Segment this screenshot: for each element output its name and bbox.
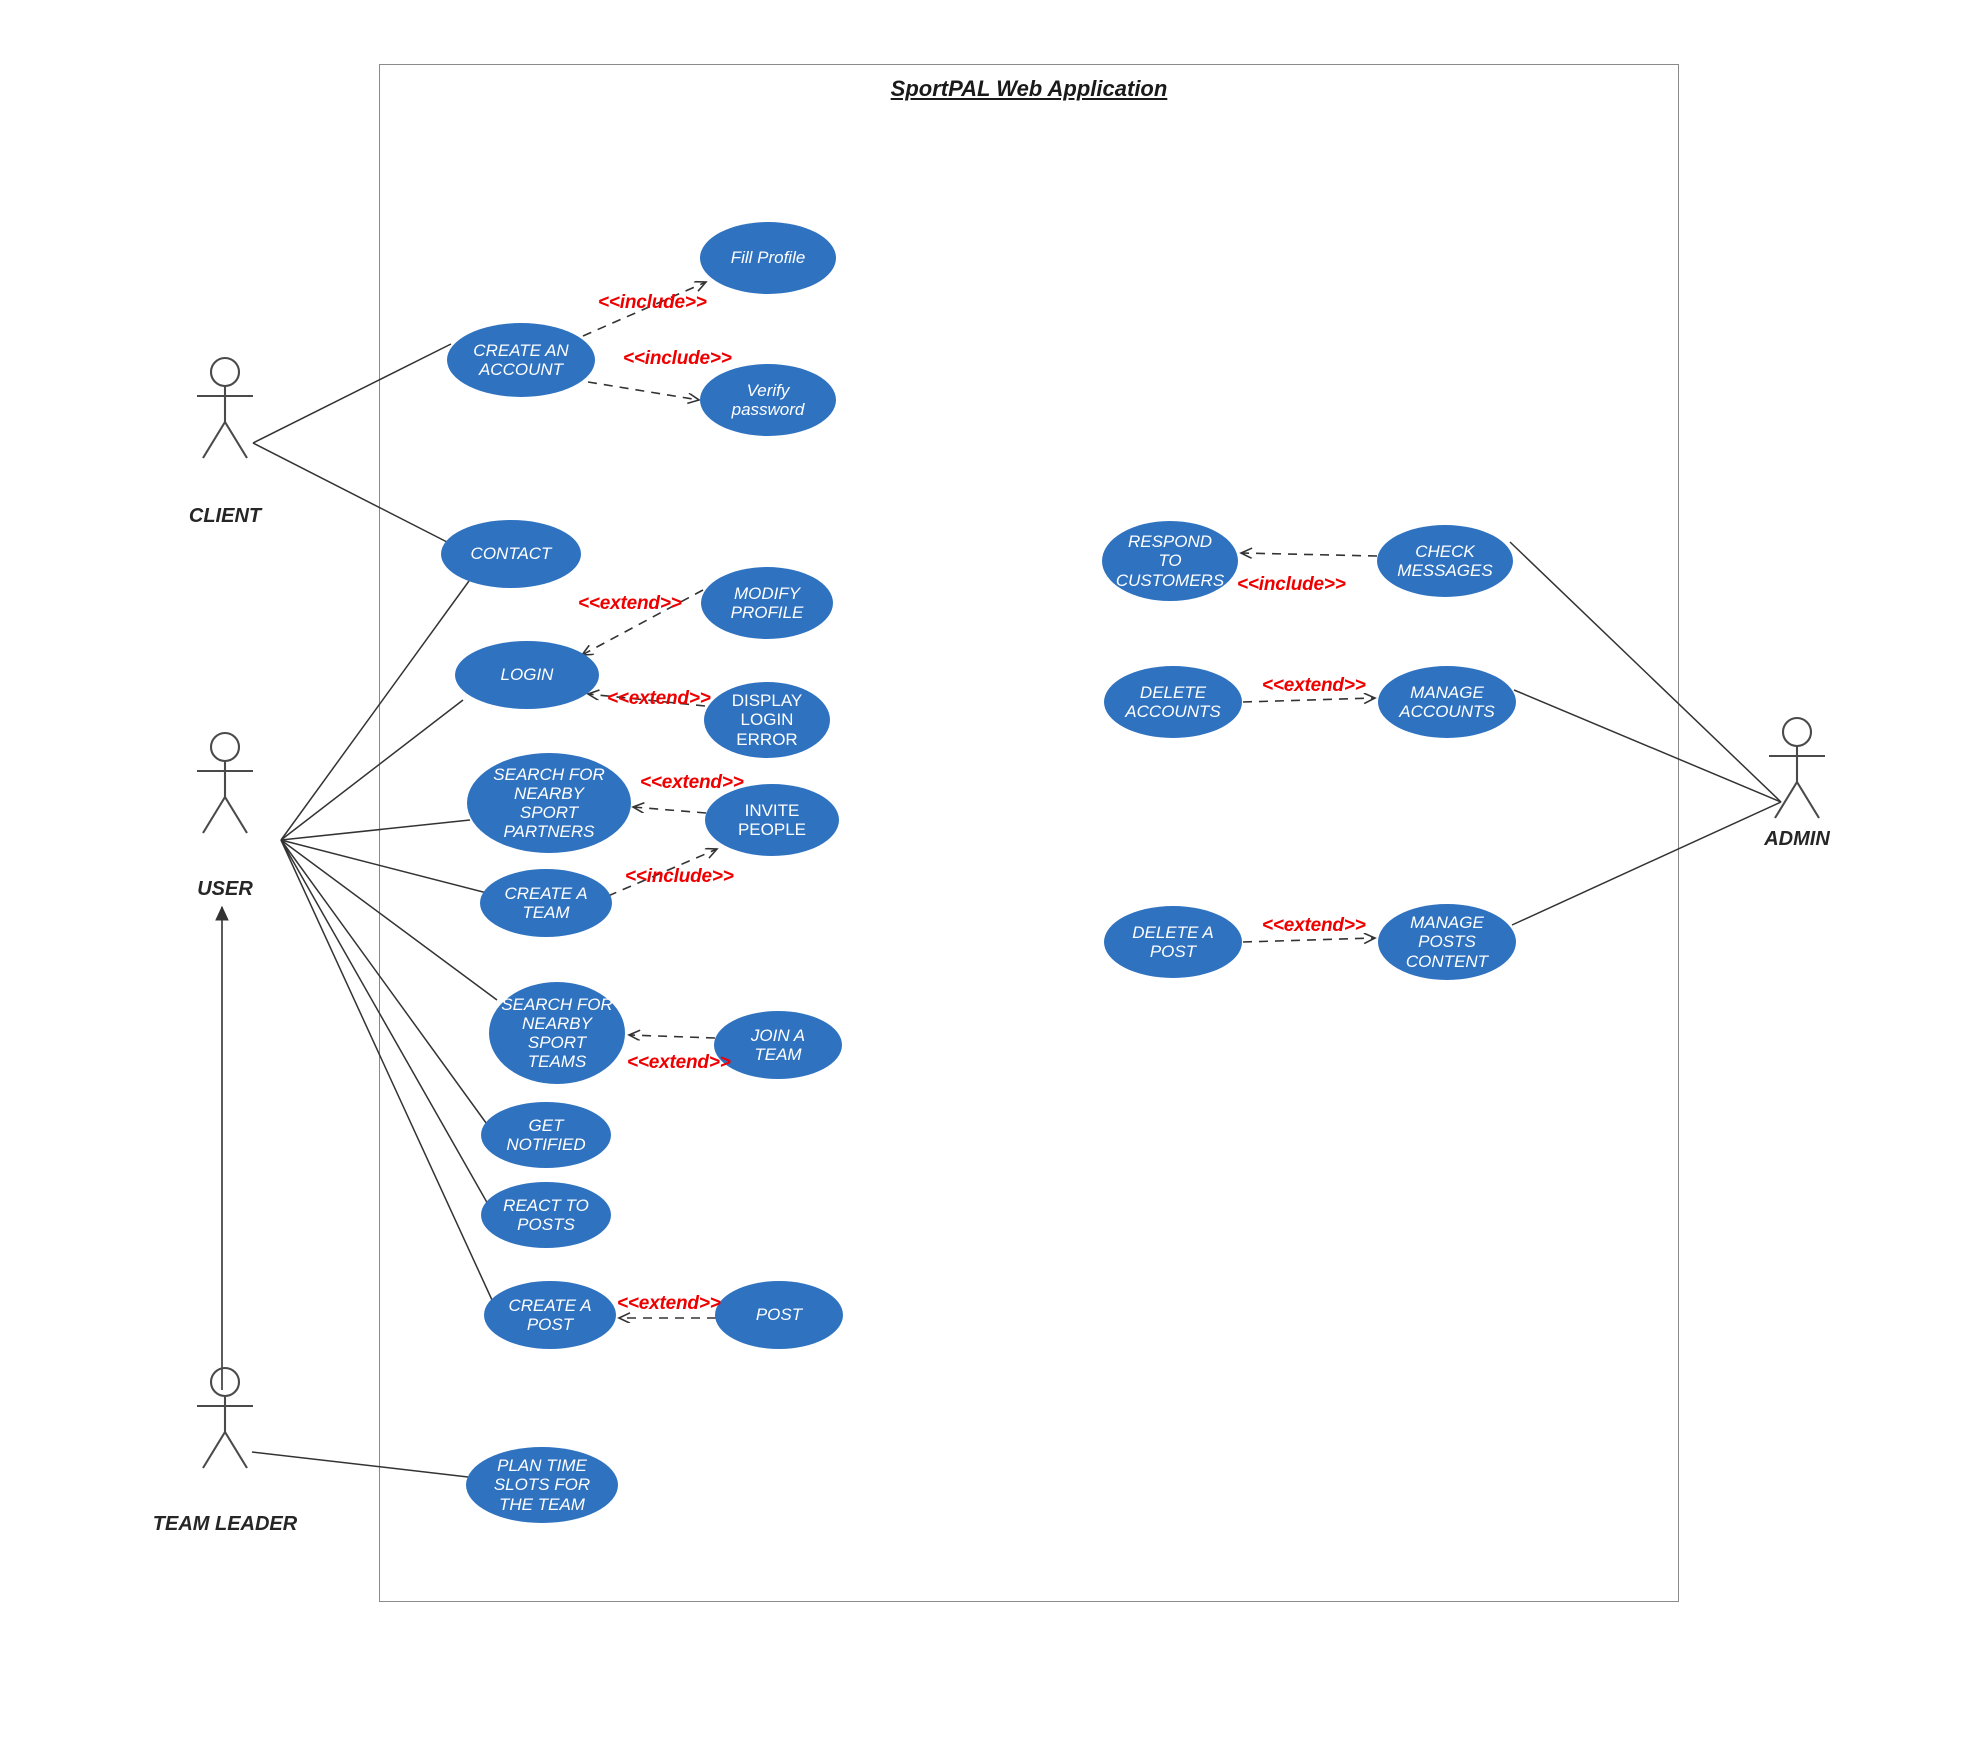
use-case-respond_customers[interactable]: RESPOND TO CUSTOMERS <box>1102 521 1238 601</box>
use-case-delete_post[interactable]: DELETE A POST <box>1104 906 1242 978</box>
use-case-search_partners[interactable]: SEARCH FOR NEARBY SPORT PARTNERS <box>467 753 631 853</box>
use-case-create_account[interactable]: CREATE AN ACCOUNT <box>447 323 595 397</box>
actor-head <box>209 1366 241 1398</box>
association-manage_posts-to-admin <box>1511 801 1782 926</box>
actor-leg-left <box>202 796 226 834</box>
association-client-to-create_account <box>252 343 452 444</box>
use-case-get_notified[interactable]: GET NOTIFIED <box>481 1102 611 1168</box>
actor-team_leader[interactable] <box>197 1366 253 1469</box>
extend-join_team-to-search_teams <box>629 1035 716 1038</box>
use-case-plan_slots[interactable]: PLAN TIME SLOTS FOR THE TEAM <box>466 1447 618 1523</box>
actor-label-client: CLIENT <box>188 505 262 527</box>
stereotype-label: <<extend>> <box>617 1293 721 1314</box>
stereotype-label: <<extend>> <box>578 593 682 614</box>
use-case-login[interactable]: LOGIN <box>455 641 599 709</box>
use-case-create_team[interactable]: CREATE A TEAM <box>480 869 612 937</box>
association-manage_accounts-to-admin <box>1513 689 1782 803</box>
stereotype-label: <<extend>> <box>640 772 744 793</box>
association-user_hub-to-login <box>280 699 464 841</box>
actor-admin[interactable] <box>1769 716 1825 819</box>
use-case-manage_accounts[interactable]: MANAGE ACCOUNTS <box>1378 666 1516 738</box>
actor-label-admin: ADMIN <box>1764 828 1830 850</box>
association-user_hub-to-get_notified <box>280 839 490 1128</box>
actor-user[interactable] <box>197 731 253 834</box>
association-team_leader-to-plan_slots <box>251 1451 469 1478</box>
stereotype-label: <<extend>> <box>1262 915 1366 936</box>
association-user_hub-to-search_teams <box>280 839 498 1001</box>
stereotype-label: <<extend>> <box>607 688 711 709</box>
actor-head <box>1781 716 1813 748</box>
stereotype-label: <<extend>> <box>627 1052 731 1073</box>
include-check_messages-to-respond_customers <box>1241 553 1378 556</box>
use-case-verify_password[interactable]: Verify password <box>700 364 836 436</box>
extend-delete_accounts-to-manage_accounts <box>1242 698 1375 702</box>
association-user_hub-to-contact <box>280 580 470 841</box>
actor-head <box>209 356 241 388</box>
actor-client[interactable] <box>197 356 253 459</box>
actor-leg-right <box>224 1431 248 1469</box>
use-case-check_messages[interactable]: CHECK MESSAGES <box>1377 525 1513 597</box>
use-case-post[interactable]: POST <box>715 1281 843 1349</box>
actor-label-user: USER <box>197 878 253 900</box>
actor-label-team_leader: TEAM LEADER <box>152 1513 298 1535</box>
include-create_account-to-fill_profile <box>582 282 706 337</box>
actor-head <box>209 731 241 763</box>
extend-invite_people-to-search_partners <box>633 807 707 814</box>
actor-leg-left <box>1774 781 1798 819</box>
actor-leg-right <box>224 796 248 834</box>
use-case-contact[interactable]: CONTACT <box>441 520 581 588</box>
stereotype-label: <<include>> <box>623 348 732 369</box>
association-user_hub-to-search_partners <box>280 819 471 841</box>
include-create_team-to-invite_people <box>607 849 717 897</box>
use-case-display_error[interactable]: DISPLAY LOGIN ERROR <box>704 682 830 758</box>
use-case-modify_profile[interactable]: MODIFY PROFILE <box>701 567 833 639</box>
use-case-fill_profile[interactable]: Fill Profile <box>700 222 836 294</box>
use-case-manage_posts[interactable]: MANAGE POSTS CONTENT <box>1378 904 1516 980</box>
stereotype-label: <<include>> <box>625 866 734 887</box>
association-user_hub-to-react_posts <box>280 839 490 1207</box>
use-case-react_posts[interactable]: REACT TO POSTS <box>481 1182 611 1248</box>
use-case-invite_people[interactable]: INVITE PEOPLE <box>705 784 839 856</box>
use-case-search_teams[interactable]: SEARCH FOR NEARBY SPORT TEAMS <box>489 982 625 1084</box>
stereotype-label: <<include>> <box>598 292 707 313</box>
association-check_messages-to-admin <box>1509 541 1782 803</box>
association-client-to-contact <box>252 442 448 543</box>
association-user_hub-to-create_team <box>280 839 488 894</box>
actor-leg-right <box>1796 781 1820 819</box>
use-case-create_post[interactable]: CREATE A POST <box>484 1281 616 1349</box>
use-case-join_team[interactable]: JOIN A TEAM <box>714 1011 842 1079</box>
system-title: SportPAL Web Application <box>890 76 1168 101</box>
actor-leg-left <box>202 1431 226 1469</box>
stereotype-label: <<extend>> <box>1262 675 1366 696</box>
association-user_hub-to-create_post <box>280 839 493 1301</box>
actor-leg-left <box>202 421 226 459</box>
extend-display_error-to-login <box>588 694 706 707</box>
use-case-delete_accounts[interactable]: DELETE ACCOUNTS <box>1104 666 1242 738</box>
system-boundary-box <box>379 64 1679 1602</box>
extend-delete_post-to-manage_posts <box>1242 938 1375 942</box>
extend-modify_profile-to-login <box>582 589 704 655</box>
include-create_account-to-verify_password <box>587 381 699 400</box>
stereotype-label: <<include>> <box>1237 574 1346 595</box>
actor-leg-right <box>224 421 248 459</box>
